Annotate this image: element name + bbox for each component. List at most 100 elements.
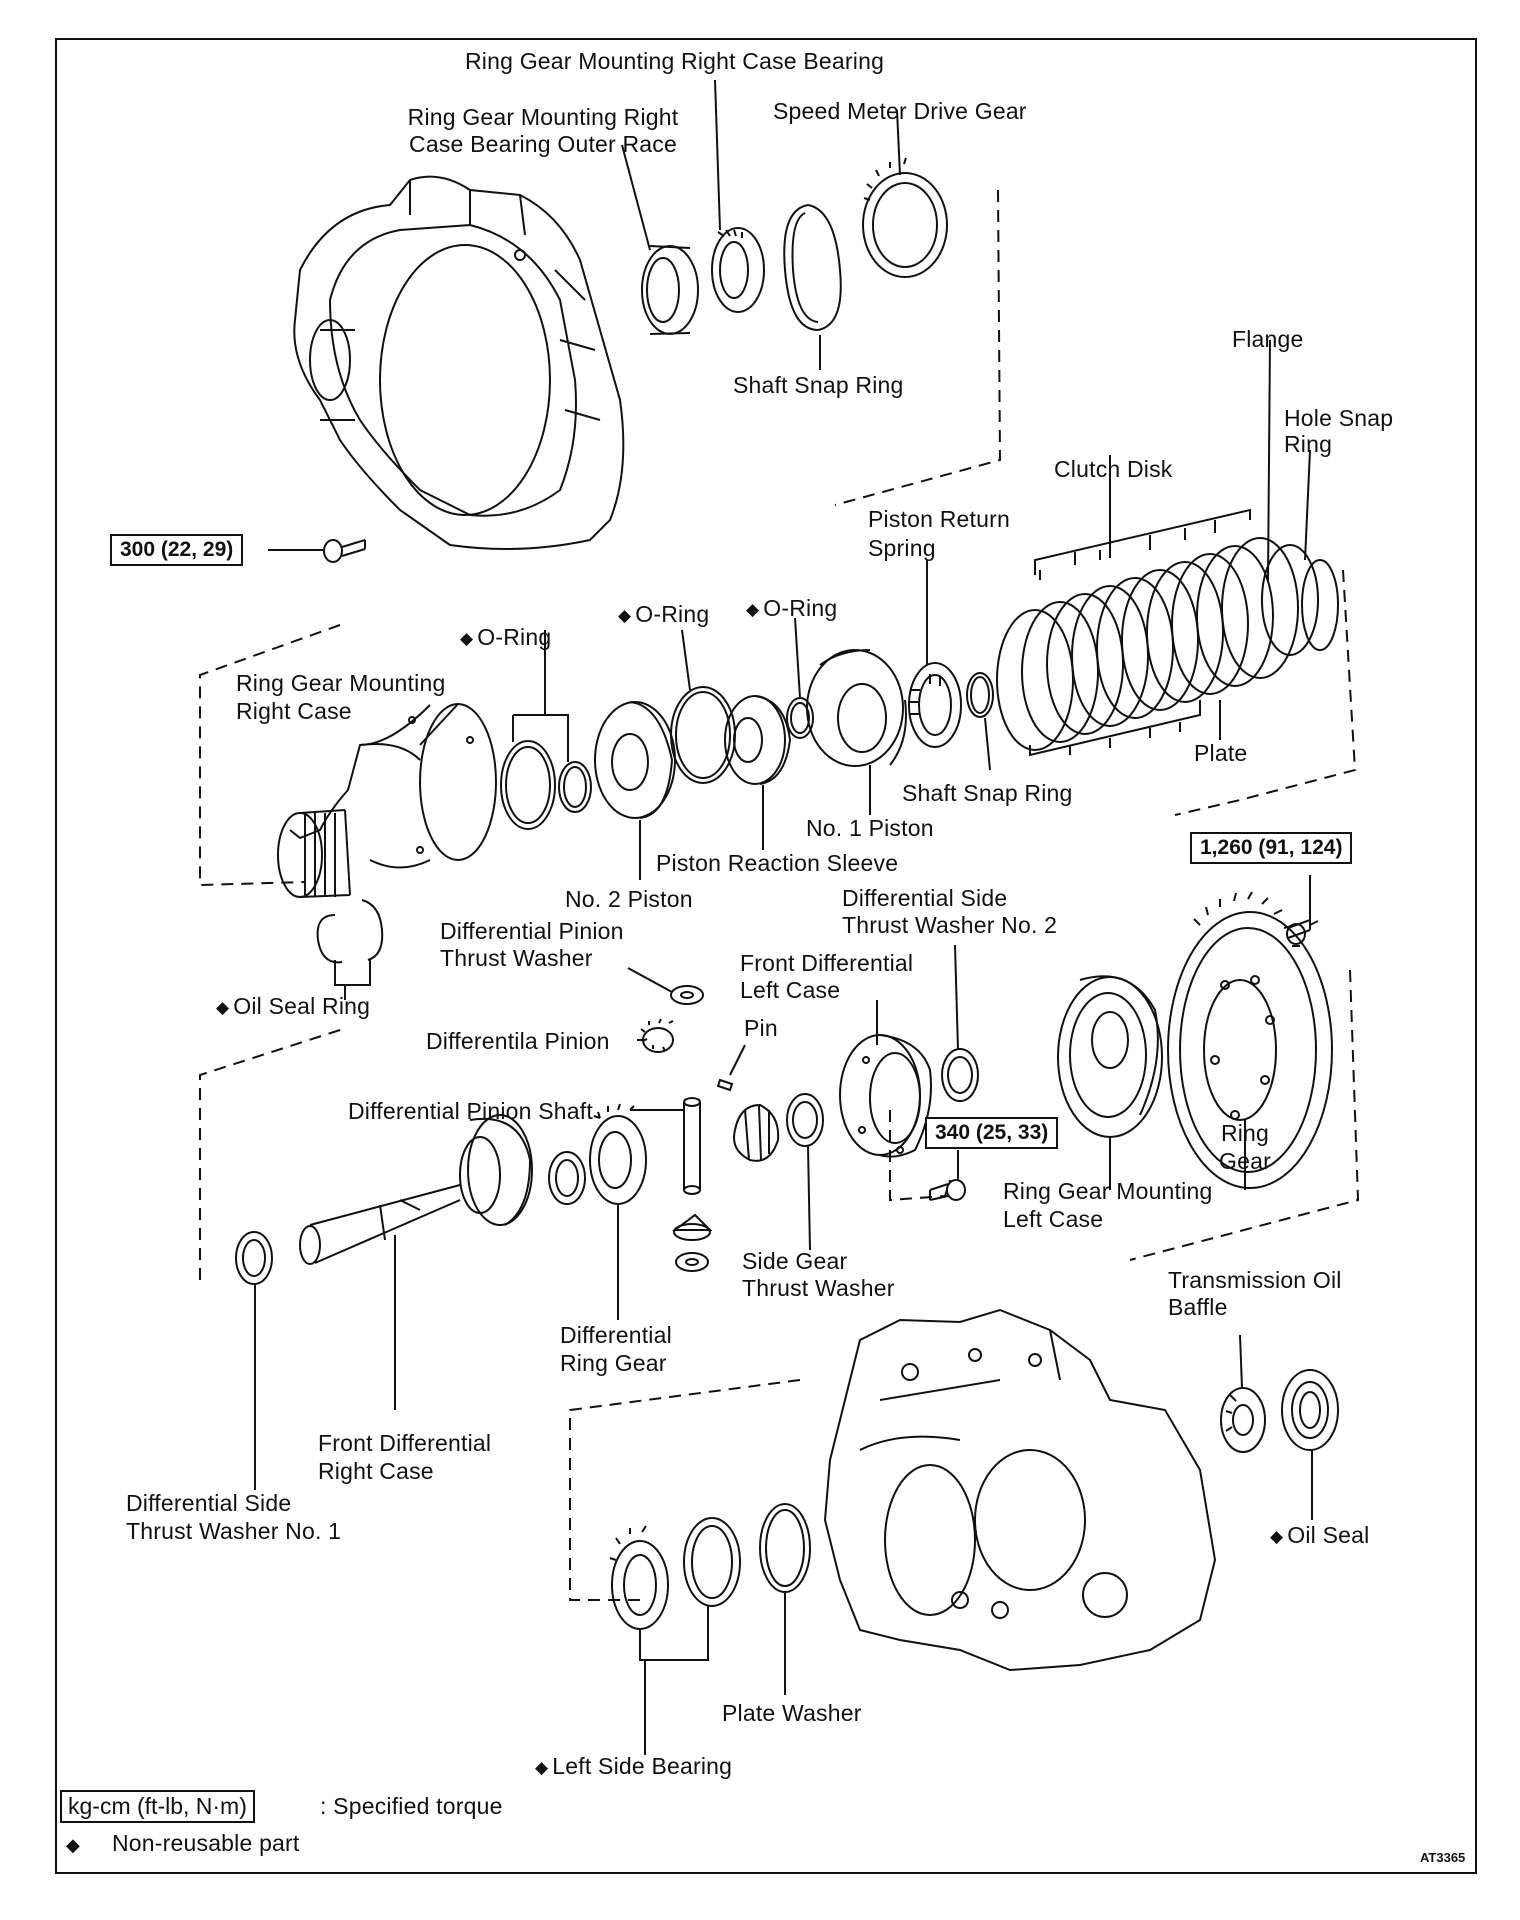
bolt-drawing <box>1286 875 1319 945</box>
side-pinion-drawing <box>733 1103 780 1162</box>
label-thrust-washer-no1-line1: Differential Side <box>126 1490 292 1516</box>
legend-unit-box: kg-cm (ft-lb, N·m) <box>60 1790 255 1823</box>
label-front-diff-right-case-line1: Front Differential <box>318 1430 492 1456</box>
torque-340: 340 (25, 33) <box>925 1117 1059 1149</box>
leader-line <box>794 617 801 699</box>
label-rg-left-case-line1: Ring Gear Mounting <box>1003 1178 1213 1204</box>
label-side-gear-thrust-washer-line2: Thrust Washer <box>742 1275 895 1301</box>
diagram-frame <box>55 38 1477 1874</box>
label-shaft-snap-ring-top: Shaft Snap Ring <box>733 372 904 398</box>
dashed-guide <box>889 1110 951 1202</box>
torque-300: 300 (22, 29) <box>110 534 244 566</box>
label-diff-pinion-shaft: Differential Pinion Shaft <box>348 1098 593 1124</box>
right-case-drawing <box>277 703 497 898</box>
label-trans-oil-baffle-line1: Transmission Oil <box>1168 1267 1342 1293</box>
label-piston-return-line1: Piston Return <box>868 506 1010 532</box>
label-hole-snap-line2: Ring <box>1284 431 1333 457</box>
bolt-drawing <box>268 539 366 563</box>
return-spring-drawing <box>908 662 962 748</box>
dashed-guide <box>569 1379 801 1601</box>
leader-line <box>954 944 959 1051</box>
label-thrust-washer-no2-line1: Differential Side <box>842 885 1008 911</box>
label-outer-race-line2: Case Bearing Outer Race <box>409 131 677 157</box>
label-pinion-thrust-washer-line1: Differential Pinion <box>440 918 624 944</box>
label-plate: Plate <box>1194 740 1248 766</box>
label-left-side-bearing: Left Side Bearing <box>535 1753 732 1782</box>
shaft-snap-ring-drawing <box>966 672 994 718</box>
o-ring-drawing <box>786 697 814 739</box>
left-side-bearing-drawing <box>609 1525 669 1630</box>
label-o-ring-1: O-Ring <box>460 624 551 653</box>
thrust-washer-no1-drawing <box>235 1231 273 1285</box>
oil-seal-ring-drawing <box>316 899 384 964</box>
label-rg-left-case-line2: Left Case <box>1003 1206 1104 1232</box>
label-no1-piston: No. 1 Piston <box>806 815 934 841</box>
reference-code: AT3365 <box>1420 1850 1466 1865</box>
o-ring-drawing <box>500 740 592 830</box>
washer-drawing <box>548 1151 586 1205</box>
label-shaft-snap-ring-mid: Shaft Snap Ring <box>902 780 1073 806</box>
legend-diamond-desc: Non-reusable part <box>112 1830 300 1856</box>
dashed-guide <box>1174 569 1357 816</box>
label-no2-piston: No. 2 Piston <box>565 886 693 912</box>
label-piston-return-line2: Spring <box>868 535 936 561</box>
label-pinion-thrust-washer-line2: Thrust Washer <box>440 945 593 971</box>
label-front-diff-left-case-line1: Front Differential <box>740 950 914 976</box>
label-thrust-washer-no1-line2: Thrust Washer No. 1 <box>126 1518 342 1544</box>
label-outer-race-line1: Ring Gear Mounting Right <box>407 104 679 130</box>
label-rg-right-case-bearing: Ring Gear Mounting Right Case Bearing <box>465 48 885 74</box>
label-clutch-disk: Clutch Disk <box>1054 456 1173 482</box>
bolt-drawing <box>929 1150 966 1201</box>
label-front-diff-right-case-line2: Right Case <box>318 1458 434 1484</box>
label-oil-seal-ring: Oil Seal Ring <box>216 993 370 1022</box>
snap-ring-drawing <box>783 204 842 332</box>
no2-piston-drawing <box>594 701 676 819</box>
leader-line <box>984 717 991 771</box>
dashed-guide <box>199 969 1360 1280</box>
side-gear-thrust-washer-drawing <box>786 1093 824 1147</box>
label-front-diff-left-case-line2: Left Case <box>740 977 841 1003</box>
plate-washer-drawing <box>759 1503 811 1593</box>
pinion-shaft-drawing <box>683 1097 701 1195</box>
label-trans-oil-baffle-line2: Baffle <box>1168 1294 1228 1320</box>
label-o-ring-3: O-Ring <box>746 595 837 624</box>
left-case-drawing <box>1057 975 1163 1138</box>
front-diff-left-case-drawing <box>839 1034 932 1158</box>
label-o-ring-2: O-Ring <box>618 601 709 630</box>
ring-gear-drawing <box>1167 891 1333 1189</box>
differential-ring-gear-drawing <box>589 1103 647 1205</box>
leader-line <box>639 1592 786 1755</box>
oil-baffle-drawing <box>1220 1387 1266 1453</box>
label-hole-snap-line1: Hole Snap <box>1284 405 1394 431</box>
label-side-gear-thrust-washer-line1: Side Gear <box>742 1248 848 1274</box>
outer-race-drawing <box>683 1517 741 1607</box>
clutch-pack-drawing <box>996 537 1339 751</box>
label-piston-reaction-sleeve: Piston Reaction Sleeve <box>656 850 899 876</box>
label-diff-ring-gear-line2: Ring Gear <box>560 1350 667 1376</box>
label-oil-seal: Oil Seal <box>1270 1522 1369 1551</box>
leader-line <box>681 629 691 691</box>
no1-piston-drawing <box>806 649 907 767</box>
leader-line <box>729 1044 746 1076</box>
transmission-case-drawing <box>823 1308 1217 1672</box>
torque-1260: 1,260 (91, 124) <box>1190 832 1353 864</box>
piston-reaction-sleeve-drawing <box>724 695 792 785</box>
leader-line <box>1239 1334 1243 1389</box>
oil-seal-drawing <box>1281 1369 1339 1451</box>
differential-pinion-drawing <box>640 1018 674 1053</box>
outer-race-drawing <box>641 245 699 335</box>
thrust-washer-no2-drawing <box>941 1048 979 1102</box>
dashed-guide <box>199 624 341 887</box>
label-speed-meter-drive-gear: Speed Meter Drive Gear <box>773 98 1027 124</box>
lower-pinion-drawing <box>672 1213 713 1272</box>
leader-line <box>627 967 673 993</box>
label-thrust-washer-no2-line2: Thrust Washer No. 2 <box>842 912 1058 938</box>
label-rg-right-case-line1: Ring Gear Mounting <box>236 670 446 696</box>
pinion-thrust-washer-drawing <box>670 985 704 1005</box>
label-differentila-pinion: Differentila Pinion <box>426 1028 610 1054</box>
label-ring-gear-line2: Gear <box>1219 1148 1271 1174</box>
bearing-drawing <box>711 227 765 313</box>
speed-meter-gear-drawing <box>862 157 948 278</box>
dashed-guide <box>834 189 1002 506</box>
